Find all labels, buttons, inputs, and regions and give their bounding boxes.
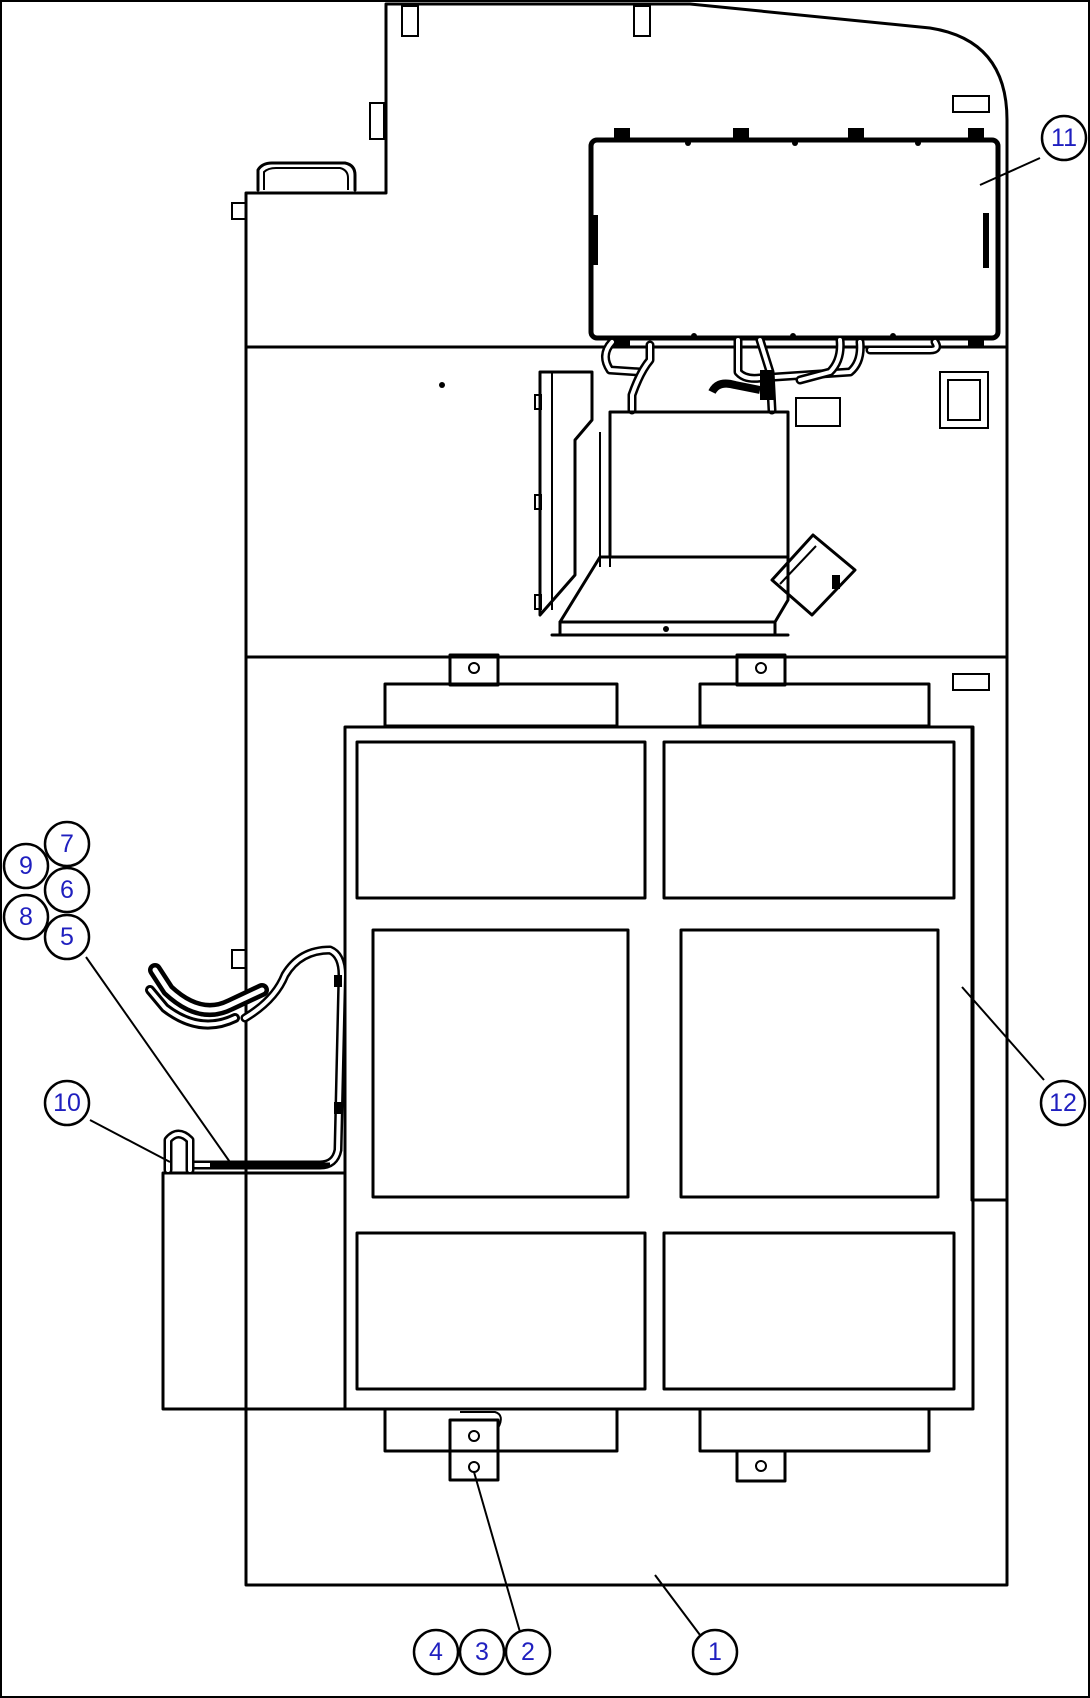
battery-assembly: [343, 653, 975, 1483]
callout-5: 5: [43, 913, 91, 961]
svg-text:1: 1: [708, 1638, 722, 1666]
callout-12: 12: [1039, 1079, 1087, 1127]
svg-text:12: 12: [1049, 1089, 1077, 1117]
callout-3: 3: [458, 1628, 506, 1676]
callout-4: 4: [412, 1628, 460, 1676]
callout-2: 2: [504, 1628, 552, 1676]
svg-text:4: 4: [429, 1638, 443, 1666]
svg-text:8: 8: [19, 903, 33, 931]
callout-8: 8: [2, 893, 50, 941]
control-harness: [601, 335, 942, 415]
main-panel: [231, 2, 1009, 1587]
callout-6: 6: [43, 866, 91, 914]
svg-text:10: 10: [53, 1089, 81, 1117]
callout-11: 11: [1040, 114, 1088, 162]
callout-1: 1: [691, 1628, 739, 1676]
svg-text:11: 11: [1051, 124, 1077, 152]
svg-text:5: 5: [60, 923, 74, 951]
callout-9: 9: [2, 842, 50, 890]
mid-unit: [534, 370, 857, 637]
left-box: [161, 1171, 347, 1411]
svg-text:2: 2: [521, 1638, 535, 1666]
svg-text:7: 7: [60, 830, 74, 858]
leader-lines: [85, 157, 1045, 1636]
battery-cables: [145, 945, 347, 1175]
callout-7: 7: [43, 820, 91, 868]
callout-10: 10: [43, 1079, 91, 1127]
svg-text:9: 9: [19, 852, 33, 880]
svg-text:3: 3: [475, 1638, 489, 1666]
svg-text:6: 6: [60, 876, 74, 904]
control-box: [588, 128, 1001, 348]
